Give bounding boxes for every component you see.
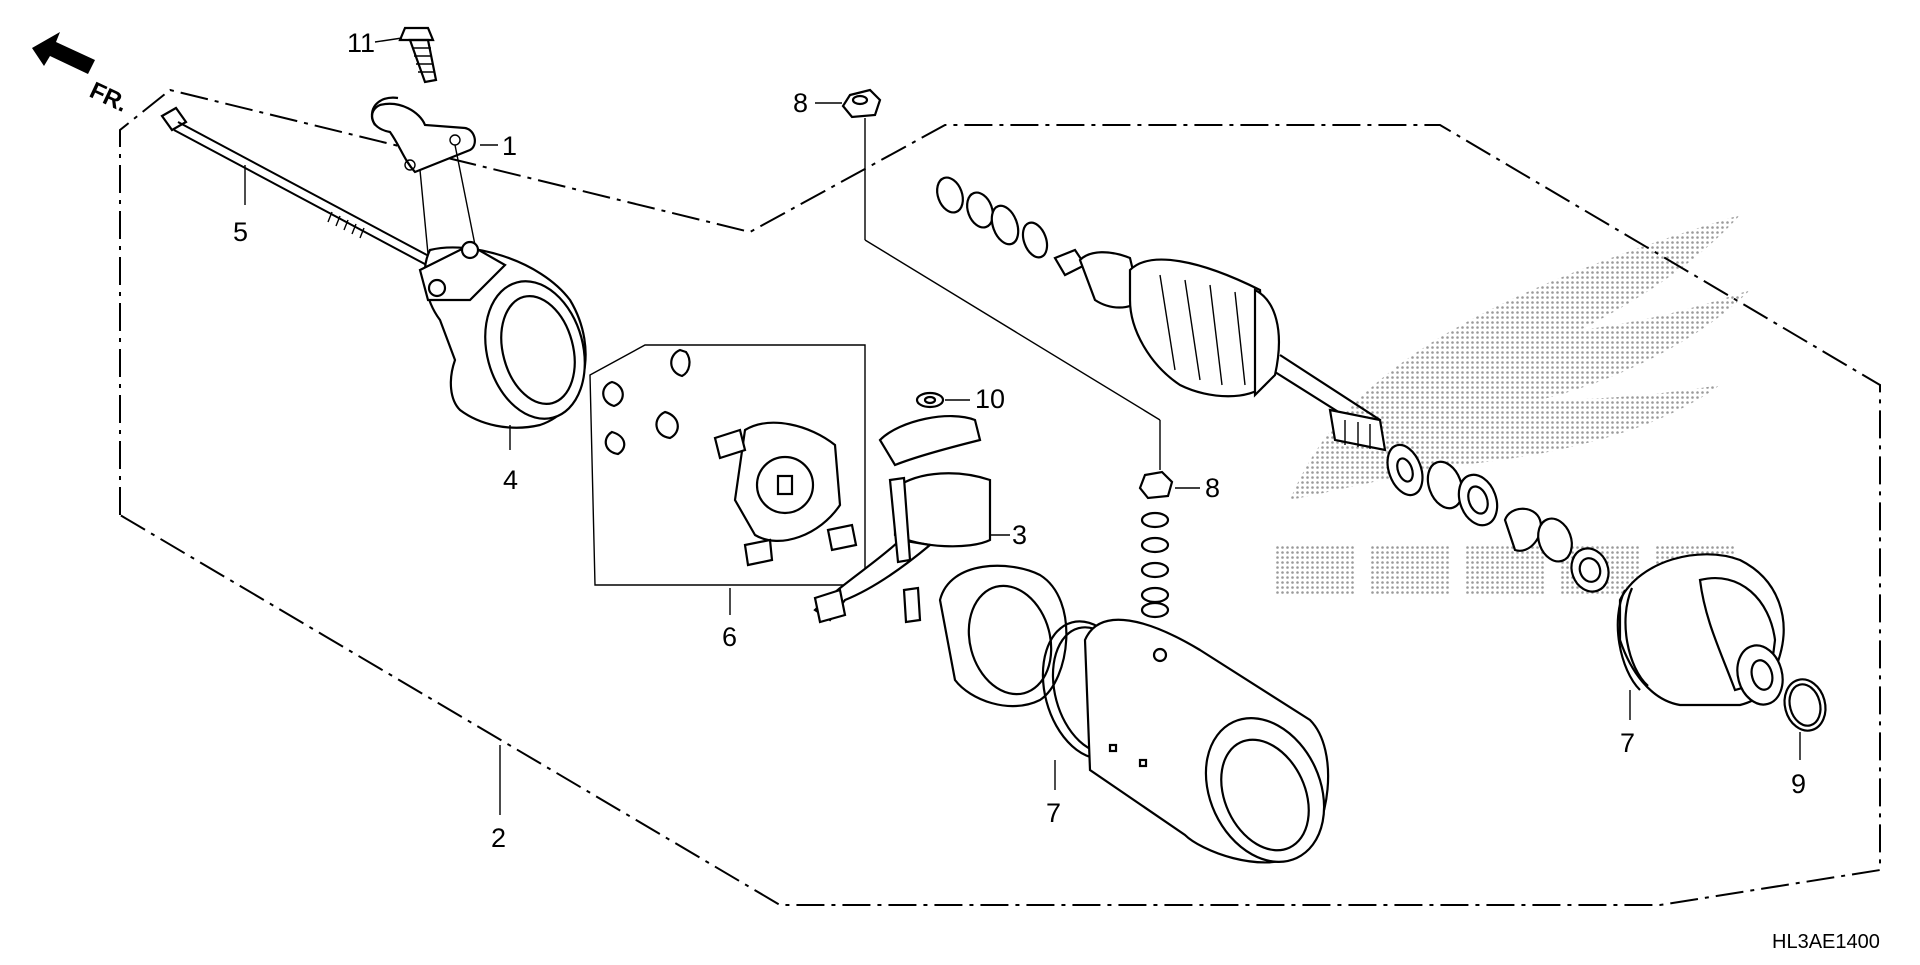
rear-bearing-parts bbox=[1386, 443, 1610, 593]
drawing-code: HL3AE1400 bbox=[1772, 931, 1880, 953]
part-rear-cover bbox=[1618, 553, 1785, 707]
callout-7-right: 7 bbox=[1620, 728, 1635, 758]
callout-11: 11 bbox=[347, 28, 375, 58]
part-8-nut-top bbox=[815, 88, 1161, 421]
callout-10: 10 bbox=[975, 384, 1005, 414]
callout-7-left: 7 bbox=[1046, 798, 1061, 828]
part-6-brush-holder bbox=[602, 348, 858, 615]
part-shell-ring bbox=[938, 564, 1068, 708]
callout-6: 6 bbox=[722, 622, 737, 652]
callout-2: 2 bbox=[491, 823, 506, 853]
brush-holder-group-box bbox=[589, 344, 866, 586]
part-8-nut-mid bbox=[1138, 420, 1200, 619]
callout-5: 5 bbox=[233, 217, 248, 247]
part-7-o-ring-right bbox=[1616, 587, 1649, 720]
callout-4: 4 bbox=[503, 465, 518, 495]
part-11-bolt bbox=[374, 26, 438, 84]
part-yoke bbox=[1083, 618, 1330, 864]
callout-1: 1 bbox=[502, 131, 517, 161]
part-10-washer bbox=[915, 391, 970, 409]
front-direction-arrow: FR. bbox=[32, 32, 132, 118]
part-9-o-ring bbox=[1783, 678, 1827, 760]
part-1-bracket bbox=[370, 96, 498, 276]
armature-washers bbox=[936, 176, 1049, 259]
part-4-front-cover bbox=[418, 240, 587, 450]
front-label: FR. bbox=[85, 77, 131, 118]
part-5-through-bolt bbox=[160, 106, 441, 271]
part-3-brush bbox=[813, 414, 1010, 624]
callout-3: 3 bbox=[1012, 520, 1027, 550]
callout-8-top: 8 bbox=[793, 88, 808, 118]
callout-8-mid: 8 bbox=[1205, 473, 1220, 503]
assembly-boundary bbox=[119, 88, 1881, 906]
callout-9: 9 bbox=[1791, 769, 1806, 799]
part-armature bbox=[1053, 248, 1387, 452]
